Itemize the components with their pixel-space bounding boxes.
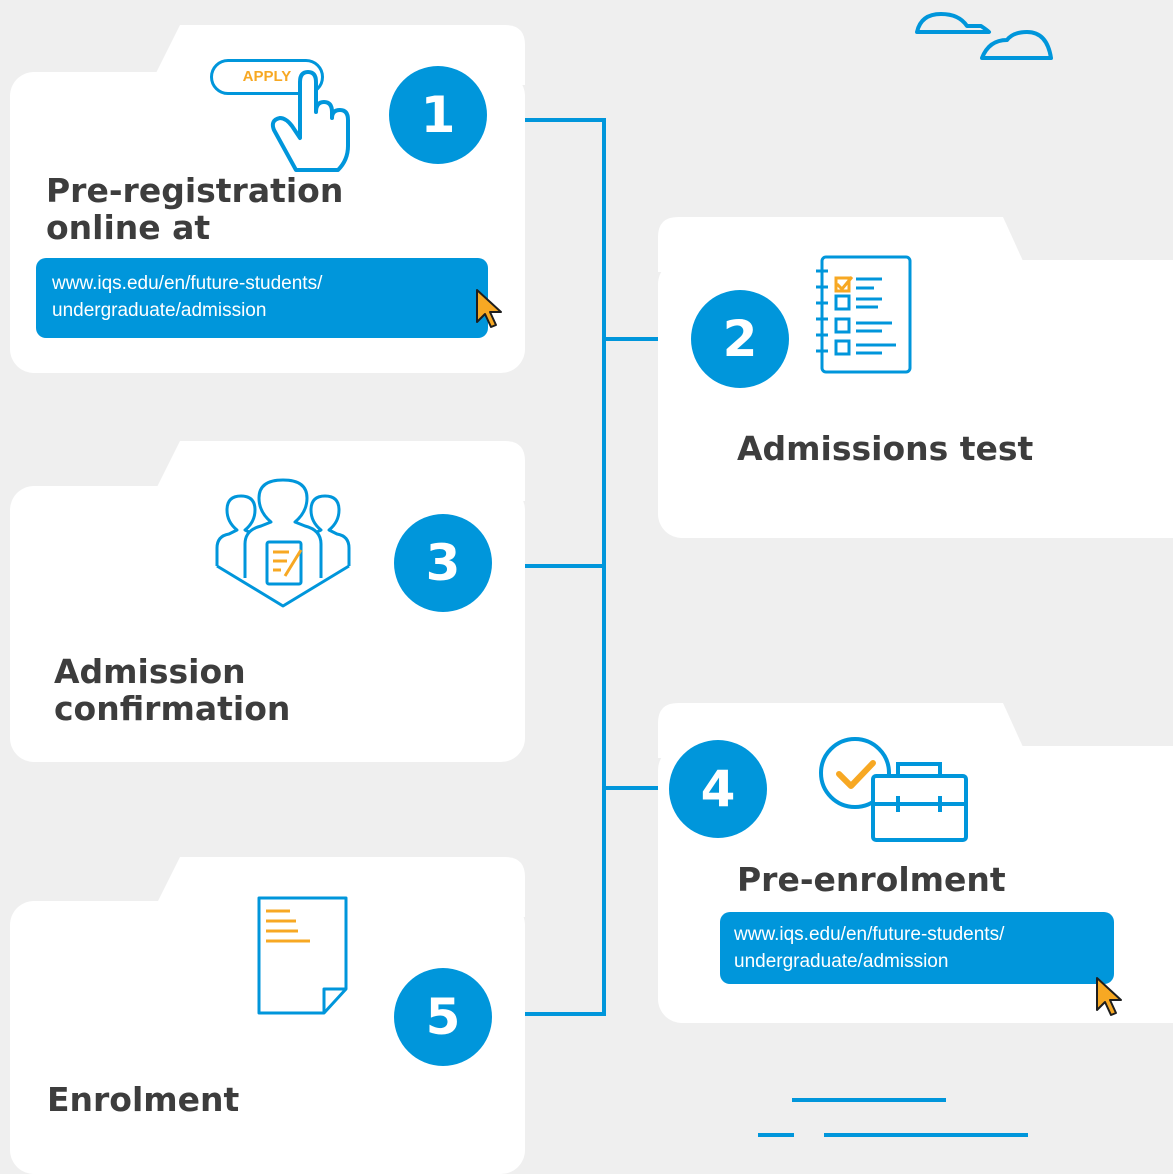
- step-2-title: Admissions test: [737, 429, 1034, 468]
- cursor-icon: [1096, 977, 1122, 1016]
- card-tab: [658, 217, 1028, 272]
- apply-label: APPLY: [242, 68, 292, 85]
- checklist-icon: [816, 255, 912, 374]
- apply-button[interactable]: APPLY: [210, 59, 324, 95]
- hand-pointer-icon: [270, 70, 350, 172]
- document-icon: [257, 896, 348, 1015]
- step-3-title: Admission confirmation: [54, 652, 291, 728]
- step-4-badge: 4: [669, 740, 767, 838]
- step-1-url-link[interactable]: www.iqs.edu/en/future-students/ undergra…: [36, 258, 488, 338]
- step-5-badge: 5: [394, 968, 492, 1066]
- step-4-title: Pre-enrolment: [737, 860, 1006, 899]
- step-5-title: Enrolment: [47, 1080, 240, 1119]
- cloud-icon: [915, 12, 1053, 60]
- step-4-url-link[interactable]: www.iqs.edu/en/future-students/ undergra…: [720, 912, 1114, 984]
- card-tab: [658, 703, 1028, 758]
- step-1-badge: 1: [389, 66, 487, 164]
- decorative-lines: [758, 1098, 1028, 1137]
- step-1-title: Pre-registration online at: [46, 171, 344, 247]
- briefcase-check-icon: [819, 737, 968, 842]
- cursor-icon: [476, 289, 502, 328]
- step-2-badge: 2: [691, 290, 789, 388]
- step-3-badge: 3: [394, 514, 492, 612]
- group-document-icon: [215, 478, 351, 608]
